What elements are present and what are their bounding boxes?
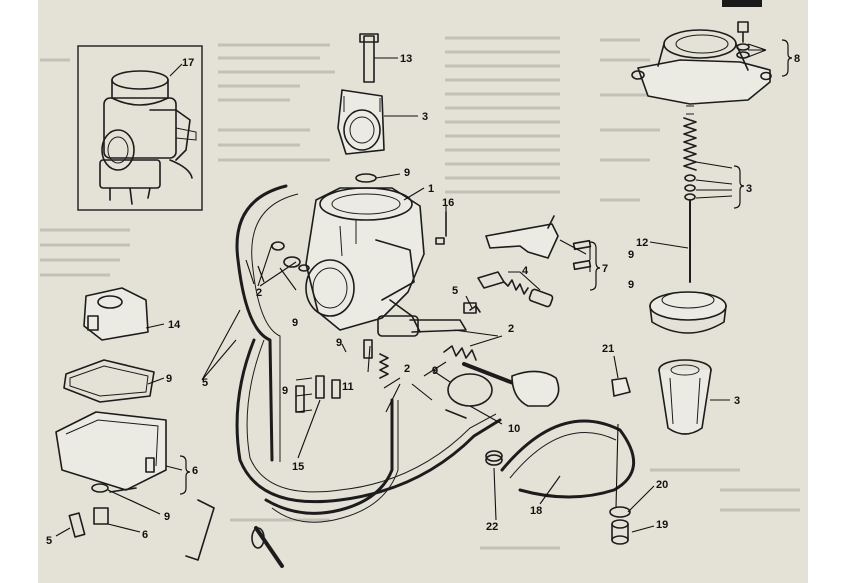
callout-17: 17: [182, 57, 194, 69]
callout-labels: 13 3 9 1 16 17 8 3 12 7 4 5 9 2 9 2 9 11…: [46, 53, 800, 547]
callout-3-slide: 3: [734, 395, 740, 407]
scanned-manual-page: 13 3 9 1 16 17 8 3 12 7 4 5 9 2 9 2 9 11…: [38, 0, 808, 583]
callout-5-drain: 5: [46, 535, 52, 547]
top-cap-assembly: [631, 21, 772, 105]
small-screws-springs: [271, 211, 447, 413]
callout-9-diaphragm: 9: [628, 279, 634, 291]
callout-9-left: 9: [292, 317, 298, 329]
needle-and-spring: [683, 105, 697, 283]
callout-6-screw: 6: [142, 529, 148, 541]
callout-9-screws: 9: [282, 385, 288, 397]
callout-5-jet: 5: [452, 285, 458, 297]
callout-12: 12: [636, 237, 648, 249]
callout-5-hose: 5: [202, 377, 208, 389]
callout-9-lower: 9: [432, 365, 438, 377]
callout-20: 20: [656, 479, 668, 491]
inset-assembled-carburetor: [77, 45, 203, 211]
callout-9-mid: 9: [336, 337, 342, 349]
callout-4: 4: [522, 265, 529, 277]
callout-3-throttle: 3: [422, 111, 428, 123]
callout-7: 7: [602, 263, 608, 275]
fuel-hose-left: [235, 184, 299, 462]
callout-13: 13: [400, 53, 412, 65]
callout-9-oring: 9: [404, 167, 410, 179]
callout-2-washers: 2: [256, 287, 262, 299]
callout-22: 22: [486, 521, 498, 533]
callout-9-bowl: 9: [164, 511, 170, 523]
callout-1: 1: [428, 183, 434, 195]
right-hose: [485, 377, 636, 499]
background-text-bleed: [40, 36, 800, 550]
drain-screw: [609, 506, 631, 545]
callout-10: 10: [508, 423, 520, 435]
callout-15: 15: [292, 461, 304, 473]
long-drain-hose: [235, 338, 502, 504]
jet-parts: [463, 271, 554, 314]
callout-18: 18: [530, 505, 542, 517]
leader-lines: [55, 43, 767, 537]
callout-9-top: 9: [628, 249, 634, 261]
callout-19: 19: [656, 519, 668, 531]
callout-6-bowl: 6: [192, 465, 198, 477]
callout-2-lower: 2: [404, 363, 410, 375]
throttle-cover: [337, 33, 385, 183]
grouping-braces: [179, 39, 793, 495]
exploded-parts-diagram: 13 3 9 1 16 17 8 3 12 7 4 5 9 2 9 2 9 11…: [40, 21, 800, 568]
callout-11: 11: [342, 381, 354, 393]
callout-2-spring: 2: [508, 323, 514, 335]
callout-9-gasket: 9: [166, 373, 172, 385]
diaphragm: [649, 291, 727, 334]
callout-16: 16: [442, 197, 454, 209]
callout-8: 8: [794, 53, 800, 65]
float-bowl-parts: [55, 287, 215, 561]
callout-21: 21: [602, 343, 614, 355]
slide-piston: [658, 359, 712, 435]
long-cable: [251, 398, 399, 568]
throttle-shaft-lever: [443, 345, 560, 419]
callout-14: 14: [168, 319, 181, 331]
callout-3-needle: 3: [746, 183, 752, 195]
bracket-with-screws: [485, 215, 592, 271]
carburetor-body: [305, 187, 467, 337]
page-edge-tab: [722, 0, 762, 7]
